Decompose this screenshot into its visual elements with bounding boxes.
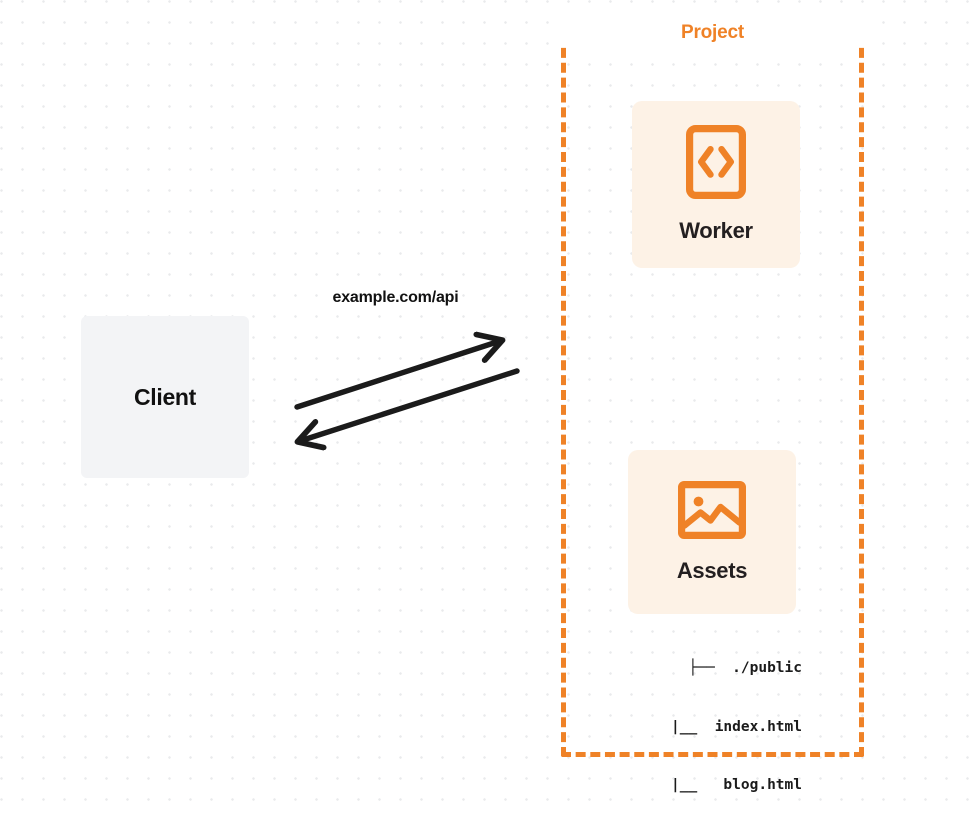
image-picture-icon bbox=[677, 480, 746, 544]
assets-node[interactable]: Assets bbox=[628, 450, 796, 614]
project-group-label-text: Project bbox=[676, 22, 748, 43]
client-label: Client bbox=[133, 383, 197, 410]
worker-label: Worker bbox=[679, 218, 753, 243]
project-group-label: Project bbox=[561, 20, 864, 46]
file-tree-line: |__ index.html bbox=[653, 718, 802, 735]
connection-label: example.com/api bbox=[332, 289, 459, 306]
code-brackets-icon bbox=[685, 124, 746, 204]
worker-node[interactable]: Worker bbox=[632, 101, 800, 268]
assets-label: Assets bbox=[676, 557, 748, 583]
client-node[interactable]: Client bbox=[81, 316, 249, 478]
file-tree-line: ├── ./public bbox=[688, 660, 803, 676]
response-arrow bbox=[300, 368, 520, 441]
assets-file-tree: ├── ./public |__ index.html |__ blog.htm… bbox=[601, 620, 802, 818]
request-arrow bbox=[294, 341, 500, 410]
file-tree-line: |__ blog.html bbox=[653, 777, 802, 793]
